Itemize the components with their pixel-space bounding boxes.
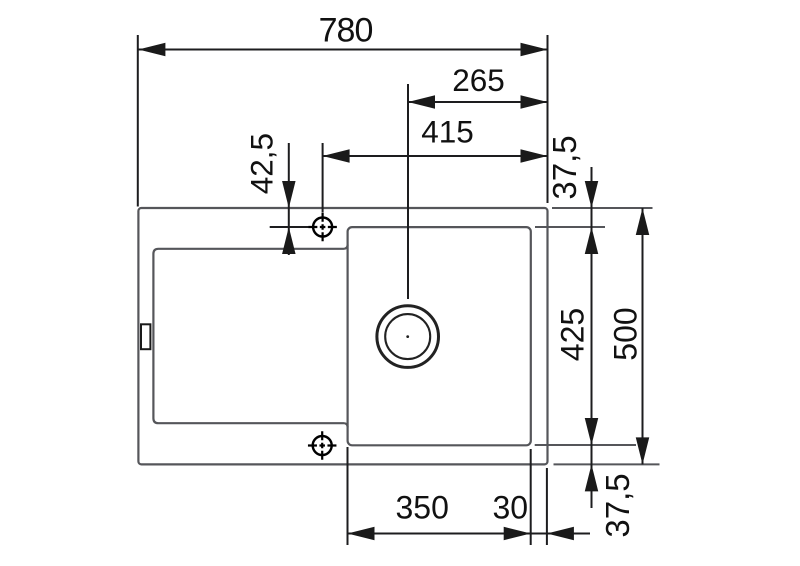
svg-text:265: 265 [452, 62, 505, 98]
svg-text:350: 350 [396, 490, 449, 526]
svg-text:780: 780 [319, 12, 373, 50]
svg-text:37,5: 37,5 [599, 473, 636, 537]
svg-text:425: 425 [554, 308, 590, 361]
svg-text:42,5: 42,5 [244, 133, 280, 194]
svg-text:500: 500 [607, 307, 643, 360]
svg-text:415: 415 [421, 114, 474, 150]
svg-text:30: 30 [493, 490, 529, 526]
svg-text:37,5: 37,5 [546, 135, 583, 199]
